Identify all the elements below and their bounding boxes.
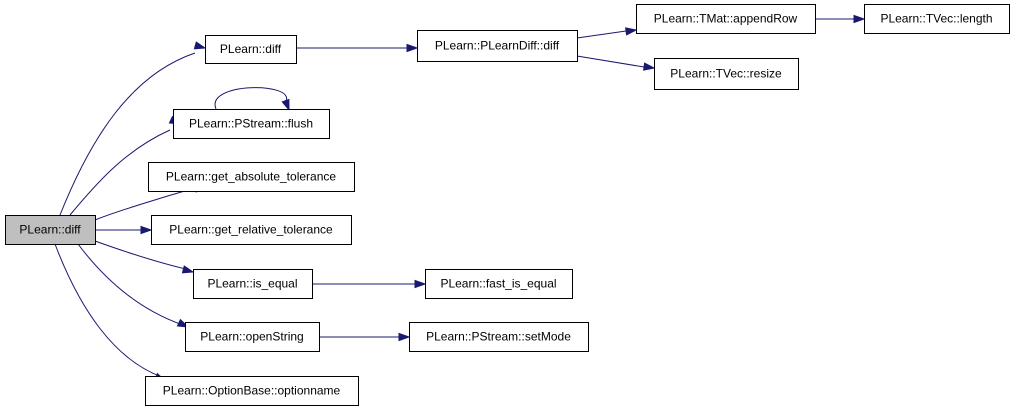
edge-plearndiff-to-resize [576,55,656,71]
graph-nodes: PLearn::diffPLearn::diffPLearn::PStream:… [5,4,1010,406]
edge-line [59,52,196,216]
node-is_equal[interactable]: PLearn::is_equal [193,269,313,299]
node-label: PLearn::fast_is_equal [440,277,556,291]
node-box[interactable] [636,4,816,34]
node-box[interactable] [409,322,589,352]
node-abs_tol[interactable]: PLearn::get_absolute_tolerance [148,162,355,192]
edge-flush-to-flush [214,87,290,112]
edge-root-to-open_string [77,243,190,328]
node-append_row[interactable]: PLearn::TMat::appendRow [636,4,816,34]
edge-root-to-diff2 [59,41,207,216]
node-box[interactable] [864,4,1010,34]
node-label: PLearn::TMat::appendRow [654,12,798,26]
node-label: PLearn::PStream::flush [189,117,313,131]
node-label: PLearn::get_absolute_tolerance [166,170,336,184]
edge-is_equal-to-fast_is_equal [312,279,427,289]
arrow-head-icon [181,265,195,274]
edge-append_row-to-length [815,14,866,24]
node-label: PLearn::PLearnDiff::diff [435,39,560,53]
arrow-head-icon [398,332,411,342]
edge-line [69,129,171,216]
edge-plearndiff-to-append_row [576,27,638,39]
edge-diff2-to-plearndiff [296,43,419,53]
edge-line [94,240,191,271]
arrow-head-icon [643,62,656,71]
node-label: PLearn::OptionBase::optionname [163,384,341,398]
edge-root-to-optionname [54,243,167,382]
edge-line [77,243,184,326]
node-box[interactable] [151,215,352,245]
node-label: PLearn::is_equal [207,277,297,291]
arrow-head-icon [193,41,207,50]
node-box[interactable] [417,30,578,62]
node-box[interactable] [173,109,330,139]
node-box[interactable] [145,376,359,406]
node-resize[interactable]: PLearn::TVec::resize [654,58,799,90]
edge-line [576,55,645,68]
node-open_string[interactable]: PLearn::openString [185,322,320,352]
node-box[interactable] [148,162,355,192]
node-flush[interactable]: PLearn::PStream::flush [173,109,330,139]
node-optionname[interactable]: PLearn::OptionBase::optionname [145,376,359,406]
arrow-head-icon [853,14,866,24]
node-length[interactable]: PLearn::TVec::length [864,4,1010,34]
arrow-head-icon [281,98,290,112]
node-box[interactable] [185,322,320,352]
node-box[interactable] [654,58,799,90]
edge-line [54,243,163,378]
node-box[interactable] [425,269,573,299]
arrow-head-icon [406,43,419,53]
node-label: PLearn::PStream::setMode [426,330,571,344]
edge-open_string-to-set_mode [319,332,411,342]
node-box[interactable] [205,35,297,64]
node-label: PLearn::diff [220,42,282,56]
edge-root-to-rel_tol [95,225,153,235]
node-root[interactable]: PLearn::diff [5,215,96,245]
arrow-head-icon [140,225,153,235]
edge-root-to-is_equal [94,240,195,274]
node-label: PLearn::get_relative_tolerance [169,223,333,237]
node-set_mode[interactable]: PLearn::PStream::setMode [409,322,589,352]
node-diff2[interactable]: PLearn::diff [205,35,297,64]
node-box[interactable] [193,269,313,299]
arrow-head-icon [414,279,427,289]
node-label: PLearn::TVec::resize [670,67,782,81]
node-box[interactable] [5,215,96,245]
node-label: PLearn::openString [200,330,303,344]
node-fast_is_equal[interactable]: PLearn::fast_is_equal [425,269,573,299]
edge-line [576,30,627,39]
arrow-head-icon [625,27,638,36]
node-rel_tol[interactable]: PLearn::get_relative_tolerance [151,215,352,245]
node-label: PLearn::TVec::length [880,12,992,26]
edge-line [214,87,287,110]
node-plearndiff[interactable]: PLearn::PLearnDiff::diff [417,30,578,62]
node-label: PLearn::diff [19,223,81,237]
